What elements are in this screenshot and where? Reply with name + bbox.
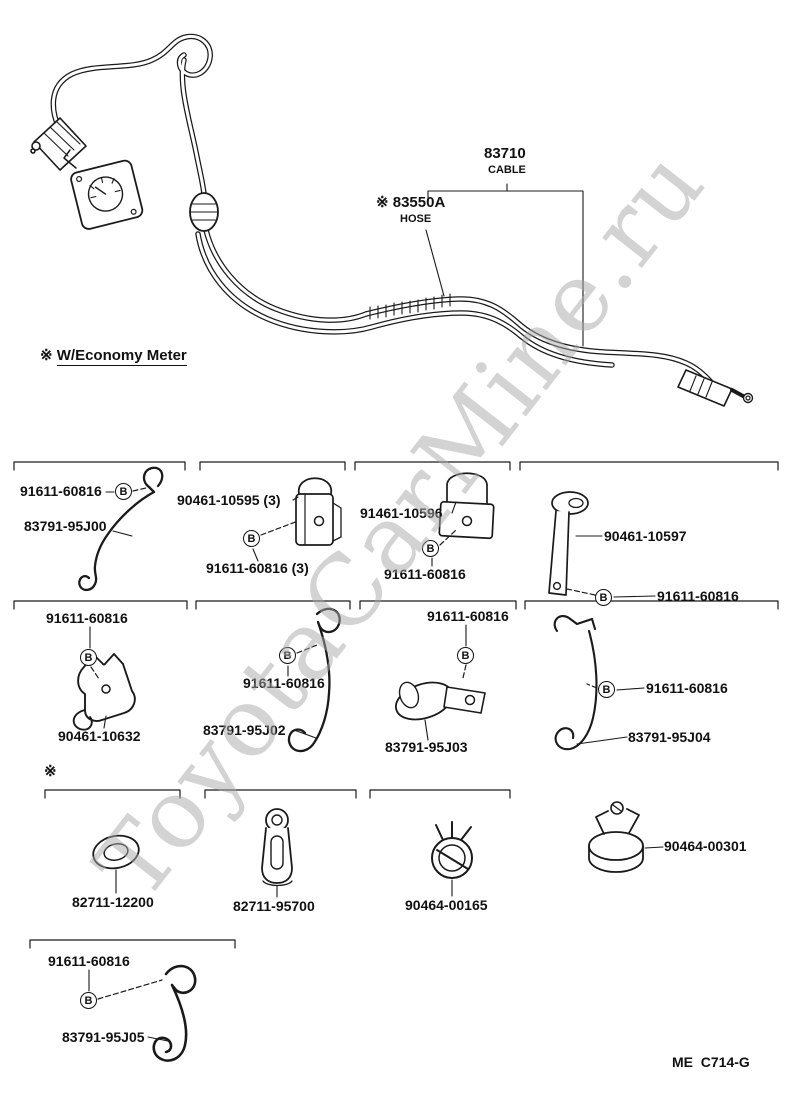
part-label-83791-95j04: 83791-95J04 [628,729,711,745]
part-label-bolt-g2: 91611-60816 (3) [206,560,309,576]
part-label-bolt-g6: 91611-60816 [243,675,325,691]
part-label-83791-95j05: 83791-95J05 [62,1029,145,1045]
part-label-90464-00165: 90464-00165 [405,897,488,913]
part-label-bolt-g3: 91611-60816 [384,566,466,582]
speedometer-cable-drawing [30,33,754,407]
part-label-bolt-g7: 91611-60816 [427,608,509,624]
economy-meter-note: ※ W/Economy Meter [40,347,187,366]
fastener-marker-b-g8: B [598,681,615,698]
hose-clamp-90464-00301-drawing [588,801,644,873]
header-leader-lines [425,183,584,347]
fastener-marker-b-g1: B [115,483,132,500]
part-label-82711-12200: 82711-12200 [72,894,154,910]
cable-lower-connector [677,369,754,407]
fastener-marker-b-g7: B [457,647,474,664]
note-text: W/Economy Meter [56,347,187,366]
fastener-dashed-leaders [90,486,598,1000]
hook-83791-95j05-drawing [152,964,197,1062]
part-label-83791-95j02: 83791-95J02 [203,722,286,738]
part-label-90461-10595: 90461-10595 (3) [177,492,281,508]
part-label-83791-95j03: 83791-95J03 [385,739,468,755]
part-label-82711-95700: 82711-95700 [233,898,315,914]
fastener-marker-b-g5: B [80,649,97,666]
clamp-90464-00165-drawing [431,821,473,879]
bracket-91461-10596-drawing [438,472,495,540]
hose-part-number: ※ 83550A [376,194,446,211]
hose-part-name: HOSE [400,213,432,225]
clip-90461-10632-drawing [72,653,136,731]
cable-grommet [189,192,219,232]
fastener-marker-b-g3: B [422,540,439,557]
fastener-marker-b-g6: B [279,647,296,664]
part-label-91461-10596: 91461-10596 [360,505,443,521]
part-label-90464-00301: 90464-00301 [664,838,747,854]
fastener-marker-b-g2: B [243,530,260,547]
cable-part-name: CABLE [488,164,526,176]
part-label-bolt-g1: 91611-60816 [20,483,102,499]
callout-brackets [13,461,779,949]
fastener-marker-b-g13: B [80,992,97,1009]
hook-83791-95j04-drawing [553,615,598,751]
cable-part-number: 83710 [484,145,526,162]
clamp-83791-95j03-drawing [395,681,486,721]
part-label-90461-10632: 90461-10632 [58,728,141,744]
note-asterisk-mark: ※ [40,347,57,364]
grommet-82711-12200-drawing [92,834,140,870]
hose-ribs [369,293,451,320]
fastener-marker-b-g4: B [595,589,612,606]
cable-upper-connector [30,117,87,171]
part-label-bolt-g13: 91611-60816 [48,953,130,969]
label-leader-lines [88,491,664,1042]
part-label-90461-10597: 90461-10597 [604,528,687,544]
part-label-83791-95j00: 83791-95J00 [24,518,107,534]
part-label-bolt-g4: 91611-60816 [657,588,739,604]
page-code: ME C714-G [672,1054,750,1070]
bracket-90461-10597-drawing [548,491,589,596]
speedometer-head [70,159,144,230]
bracket-90461-10595-drawing [295,477,342,546]
section-asterisk-mark: ※ [44,763,57,780]
hook-83791-95j02-drawing [287,607,341,753]
clamp-82711-95700-drawing [261,808,293,887]
part-label-bolt-g8: 91611-60816 [646,680,728,696]
clip-83791-95j00-drawing [78,466,164,592]
part-label-bolt-g5: 91611-60816 [46,610,128,626]
